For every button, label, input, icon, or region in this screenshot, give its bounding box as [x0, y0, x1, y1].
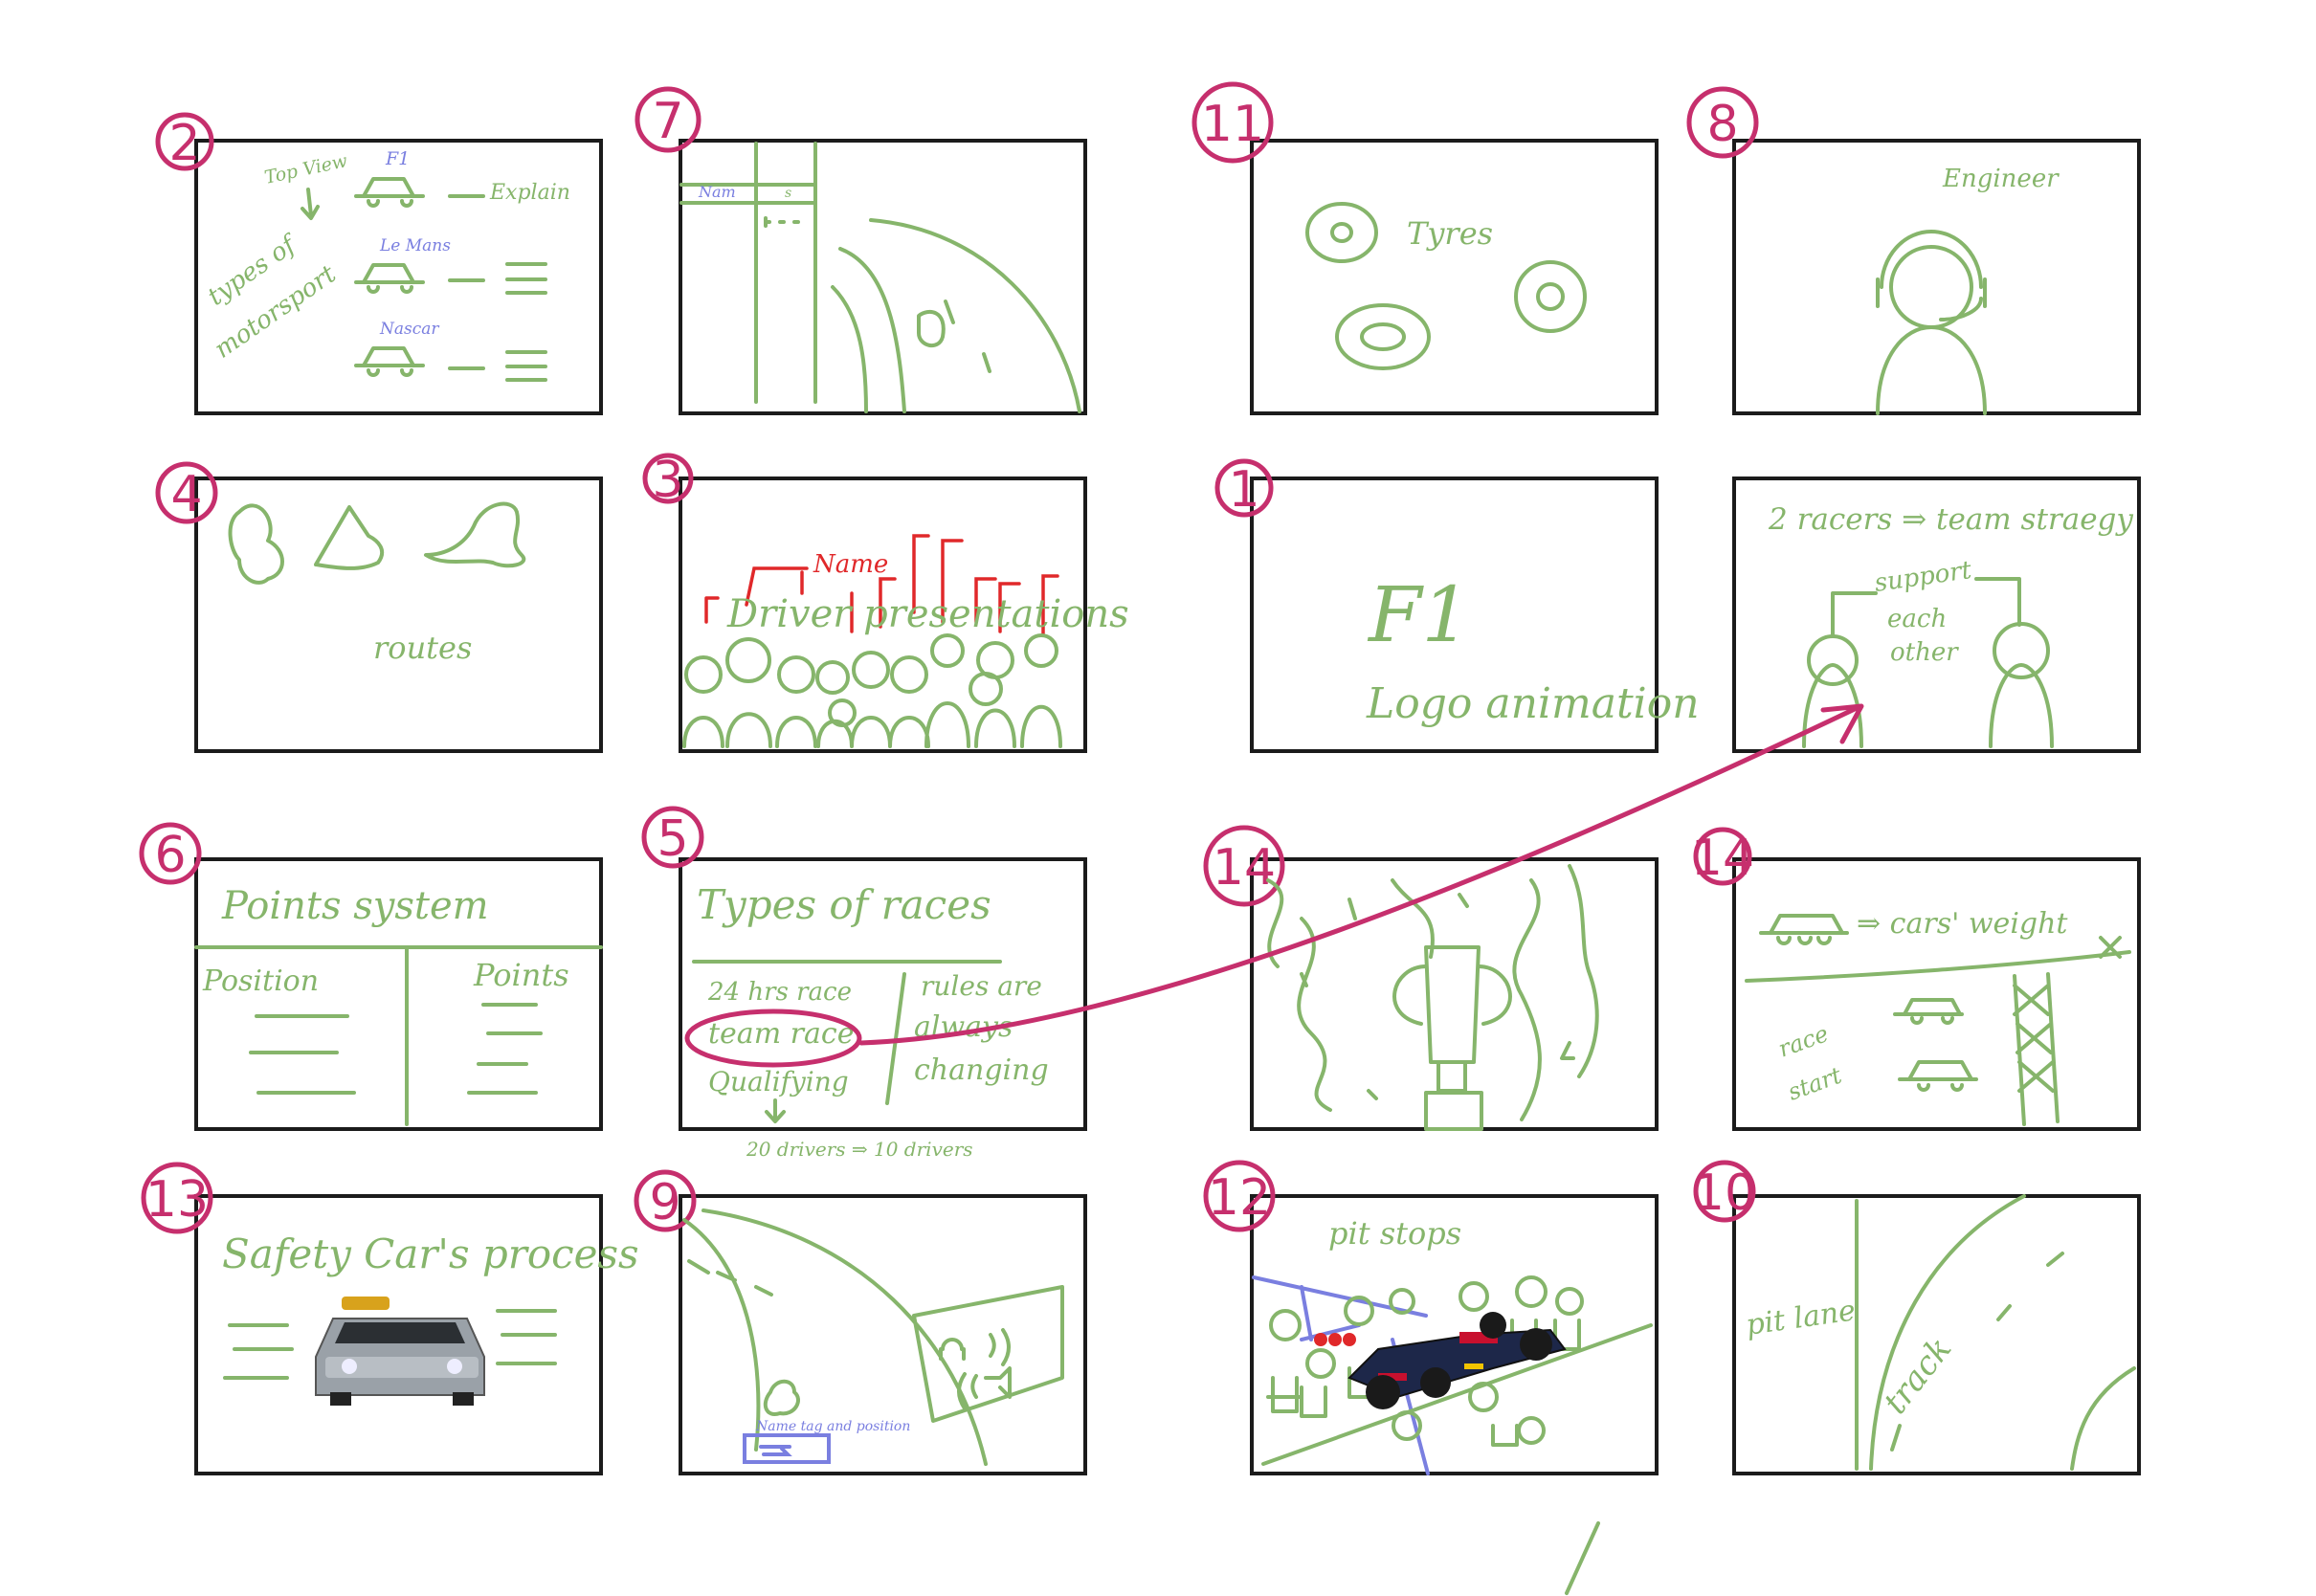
stray-mark — [1565, 1521, 1600, 1595]
support-label: support — [1873, 556, 1974, 598]
column-s-label: s — [785, 186, 791, 201]
panel-1: 1 F1 Logo animation — [1214, 458, 1700, 753]
panel-5: 5 Types of races 24 hrs race team race Q… — [641, 806, 1087, 1161]
safety-car-title: Safety Car's process — [222, 1230, 639, 1277]
cars-weight-label: ⇒ cars' weight — [1857, 907, 2068, 941]
rules-are-label: rules are — [921, 970, 1042, 1002]
panel-team-strategy: 2 racers ⇒ team straegy support each oth… — [1732, 477, 2141, 753]
panel-14-weight: 14 ⇒ cars' weight race start — [1691, 827, 2141, 1131]
panel-number: 12 — [1208, 1169, 1271, 1227]
panel-number: 5 — [657, 810, 688, 868]
panel-number: 3 — [652, 452, 683, 509]
panel-6: 6 Points system Position Points — [139, 822, 603, 1131]
panel-number: 4 — [170, 466, 202, 523]
panel-number: 1 — [1228, 461, 1259, 519]
panel-11: 11 Tyres — [1191, 81, 1659, 415]
other-label: other — [1890, 638, 1959, 667]
f1-logo-sketch: F1 — [1367, 570, 1470, 659]
panel-number: 14 — [1213, 839, 1276, 897]
driver-presentations-label: Driver presentations — [726, 592, 1129, 636]
f1-label: F1 — [385, 148, 410, 169]
race-label: race — [1774, 1020, 1832, 1063]
column-name-label: Nam — [698, 183, 736, 201]
name-annotation: Name — [813, 550, 888, 579]
connector-arrow — [858, 703, 1864, 1046]
panel-number: 10 — [1693, 1164, 1756, 1222]
each-label: each — [1887, 605, 1947, 633]
pit-lane-label: pit lane — [1744, 1294, 1858, 1342]
le-mans-label: Le Mans — [379, 236, 451, 255]
panel-9: 9 Name tag and position — [634, 1169, 1087, 1475]
drivers-cut-label: 20 drivers ⇒ 10 drivers — [746, 1138, 973, 1161]
panel-number: 7 — [652, 93, 683, 150]
panel-number: 2 — [168, 115, 200, 172]
qualifying-label: Qualifying — [708, 1066, 849, 1097]
f1-car-image — [1347, 1312, 1567, 1409]
panel-number: 6 — [154, 827, 186, 884]
panel-2: 2 Top View F1 Explain Le Mans Nascar typ… — [155, 112, 603, 415]
panel-number: 11 — [1201, 96, 1264, 153]
nascar-label: Nascar — [379, 320, 439, 339]
panel-7: 7 Nam s — [635, 86, 1087, 415]
panel-13: 13 Safety Car's process — [141, 1162, 639, 1475]
points-system-title: Points system — [221, 884, 489, 928]
explain-label: Explain — [489, 181, 570, 205]
panel-10: 10 pit lane track — [1693, 1160, 2141, 1475]
24-hrs-race-label: 24 hrs race — [707, 978, 852, 1007]
logo-animation-label: Logo animation — [1366, 679, 1700, 728]
team-race-label: team race — [708, 1017, 854, 1051]
panel-number: 13 — [145, 1171, 209, 1229]
position-header: Position — [202, 964, 319, 998]
team-strategy-title: 2 racers ⇒ team straegy — [1768, 502, 2133, 537]
panel-14-trophy: 14 — [1203, 825, 1659, 1131]
panel-4: 4 routes — [155, 461, 603, 753]
panel-number: 14 — [1691, 830, 1754, 887]
top-view-label: Top View — [262, 150, 348, 188]
panel-3: 3 Name Driver presentations — [642, 452, 1129, 753]
panel-number: 9 — [649, 1174, 680, 1231]
panel-8: 8 Engineer — [1686, 86, 2141, 415]
name-tag-annotation: Name tag and position — [755, 1419, 910, 1434]
points-header: Points — [473, 957, 569, 993]
track-label: track — [1877, 1330, 1960, 1421]
engineer-label: Engineer — [1942, 165, 2060, 193]
pit-stops-title: pit stops — [1328, 1215, 1461, 1252]
changing-label: changing — [914, 1053, 1049, 1087]
panel-number: 8 — [1706, 96, 1738, 153]
panel-12: 12 pit stops — [1203, 1160, 1659, 1475]
safety-car-image — [315, 1297, 485, 1406]
tyres-label: Tyres — [1407, 215, 1493, 252]
routes-label: routes — [373, 630, 472, 666]
types-of-races-title: Types of races — [697, 881, 991, 928]
start-label: start — [1784, 1062, 1845, 1106]
